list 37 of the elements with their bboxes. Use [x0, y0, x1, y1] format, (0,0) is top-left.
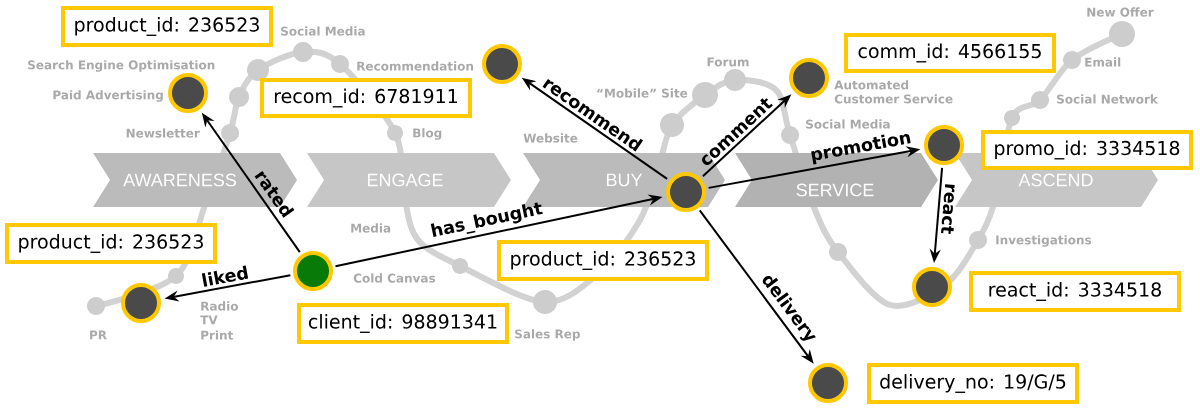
stage-banner: ENGAGE [307, 153, 511, 207]
graph-node-circle [482, 44, 522, 84]
property-box: client_id: 98891341 [297, 303, 509, 344]
graph-node-circle [121, 283, 161, 323]
graph-node-circle [924, 125, 964, 165]
touchpoint-label: Media [351, 223, 391, 233]
touchpoint-label: Blog [413, 128, 442, 140]
graph-node-circle [912, 267, 952, 307]
touchpoint-label: Forum [707, 57, 749, 67]
edge-label: react [941, 184, 955, 235]
touchpoint-label: New Offer [1087, 7, 1154, 17]
property-box: delivery_no: 19/G/5 [867, 363, 1079, 404]
touchpoint-label: Radio [201, 301, 238, 311]
touchpoint-label: Recommendation [357, 61, 474, 71]
touchpoint-label: Social Media [806, 119, 890, 129]
property-box: product_id: 236523 [497, 240, 709, 281]
property-box: product_id: 236523 [5, 223, 217, 264]
touchpoint-label: Print [201, 330, 234, 340]
property-box: recom_id: 6781911 [260, 78, 472, 118]
property-box: product_id: 236523 [61, 6, 273, 47]
graph-node-circle [168, 73, 208, 113]
touchpoint-label: Search Engine Optimisation [28, 60, 215, 72]
property-box: react_id: 3334518 [969, 271, 1181, 312]
graph-node-circle [789, 58, 829, 98]
touchpoint-label: Email [1085, 57, 1121, 67]
touchpoint-label: Investigations [996, 235, 1092, 247]
property-box: comm_id: 4566155 [844, 33, 1056, 73]
touchpoint-label: Social Network [1057, 94, 1159, 104]
graph-node-circle [666, 172, 706, 212]
edge-label: liked [201, 265, 249, 287]
touchpoint-label: Newsletter [126, 128, 200, 138]
touchpoint-label: Cold Canvas [353, 273, 436, 283]
touchpoint-label: TV [200, 315, 218, 325]
graph-node-circle [293, 251, 333, 291]
touchpoint-label: PR [90, 330, 107, 340]
touchpoint-label: Automated Customer Service [834, 80, 953, 104]
graph-node-circle [808, 363, 848, 403]
